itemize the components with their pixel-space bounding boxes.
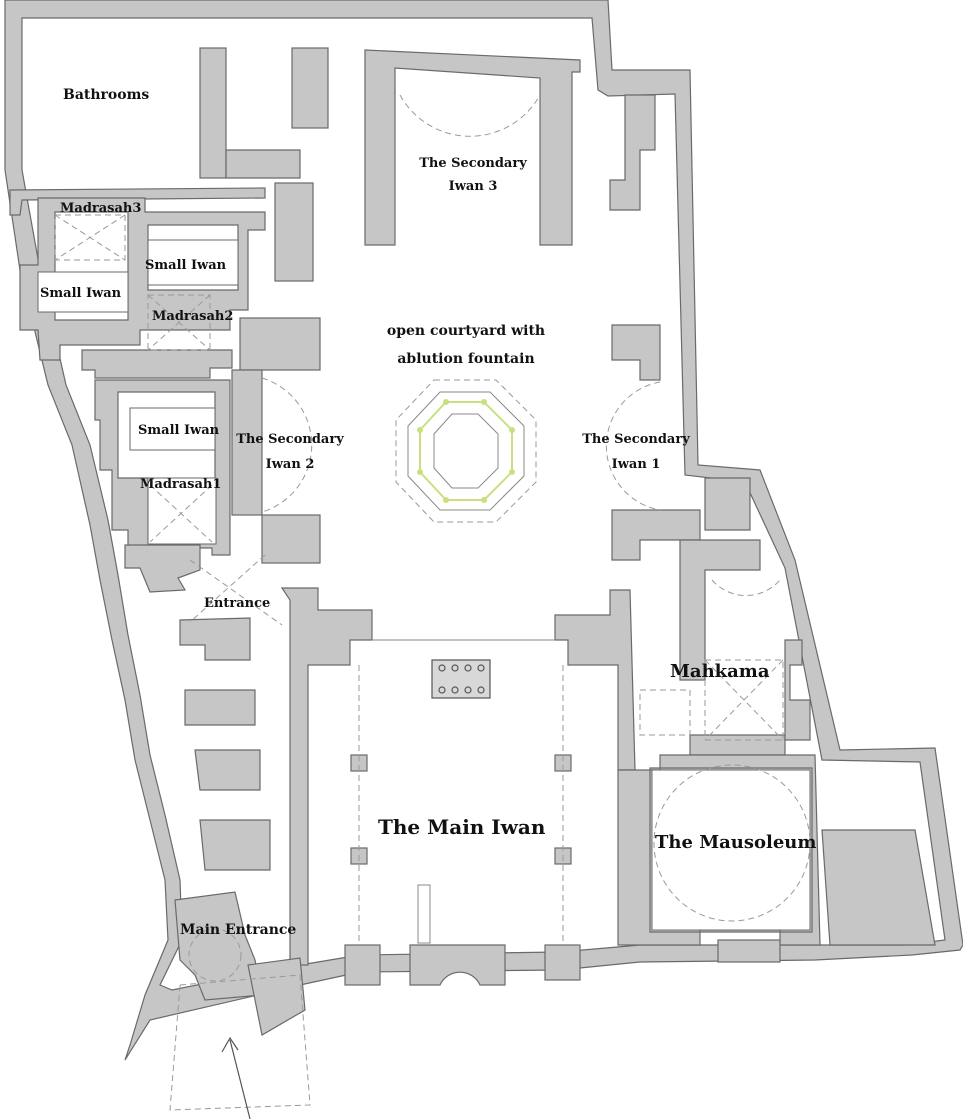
bathrooms-wall [9, 187, 266, 216]
cross-vaults [54, 214, 784, 741]
bathrooms-label: Bathrooms [63, 87, 149, 103]
main-iwan-east-wall [554, 589, 636, 771]
pier-block [717, 939, 781, 963]
east-annex [821, 829, 936, 946]
pier-block [231, 369, 263, 516]
main-entrance-walls [247, 957, 306, 1036]
secondary-iwan1-label: Iwan 1 [612, 457, 661, 472]
mihrab-block [409, 944, 506, 986]
mahkama-vault-arc [711, 579, 781, 597]
main-entrance-label: Main Entrance [180, 922, 296, 938]
pier-block [544, 944, 581, 981]
secondary-iwan1-label: The Secondary [582, 432, 690, 447]
entrance-label: Entrance [204, 596, 270, 611]
secondary-iwan1-walls [611, 509, 701, 561]
mahkama-walls [784, 639, 811, 741]
madrasah3-label: Madrasah3 [60, 201, 141, 216]
mausoleum-floor [651, 769, 811, 931]
pier-block [344, 944, 381, 986]
pier-block [239, 317, 321, 371]
entrance-walls [184, 689, 256, 726]
secondary-iwan3-label: Iwan 3 [449, 179, 498, 194]
bathroom-partition [199, 47, 227, 179]
front-screen [417, 884, 431, 944]
madrasah2-walls [81, 349, 233, 379]
ablution-fountain [395, 379, 537, 523]
small-iwan-label: Small Iwan [138, 423, 220, 438]
secondary-iwan3-walls [364, 49, 581, 246]
mahkama-label: Mahkama [670, 661, 770, 682]
main-entrance-steps [169, 974, 311, 1111]
secondary-iwan2-label: The Secondary [236, 432, 344, 447]
entrance-arrow-shaft [229, 1039, 251, 1119]
pier-block [274, 182, 314, 282]
secondary-iwan3-label: The Secondary [419, 156, 527, 171]
courtyard-label: ablution fountain [397, 351, 534, 367]
courtyard-label: open courtyard with [387, 323, 545, 339]
madrasah1-label: Madrasah1 [140, 477, 221, 492]
iwan2-vault-arc [261, 377, 313, 513]
small-iwan-label: Small Iwan [40, 286, 122, 301]
main-entrance-walls [174, 891, 263, 1001]
pier-block [261, 514, 321, 564]
entrance-walls [179, 617, 251, 661]
iwan3-vault-arc [399, 94, 541, 137]
small-iwan-label: Small Iwan [145, 258, 227, 273]
dikka-platform [431, 659, 491, 699]
main-iwan-label: The Main Iwan [378, 815, 546, 839]
entrance-walls [124, 544, 201, 593]
east-rooms-walls [679, 539, 761, 681]
secondary-iwan1-walls [611, 324, 661, 381]
small-iwan-room [147, 239, 239, 286]
entrance-walls [199, 819, 271, 871]
main-iwan-west-wall [280, 587, 373, 966]
secondary-iwan2-label: Iwan 2 [266, 457, 315, 472]
bathroom-partition [291, 47, 329, 129]
mausoleum-label: The Mausoleum [655, 832, 816, 853]
small-iwan-room [37, 271, 129, 313]
east-rooms-walls [704, 477, 751, 531]
small-iwan-room [129, 407, 216, 451]
mausoleum-dome [653, 764, 811, 922]
iwan1-vault-arc [605, 381, 661, 511]
madrasah2-label: Madrasah2 [152, 309, 233, 324]
main-entrance-dome [188, 928, 242, 982]
entrance-walls [194, 749, 261, 791]
bathroom-partition [225, 149, 301, 179]
entrance-arrow-head [221, 1036, 239, 1053]
mahkama-walls [689, 734, 786, 756]
secondary-iwan1-walls [609, 94, 656, 211]
